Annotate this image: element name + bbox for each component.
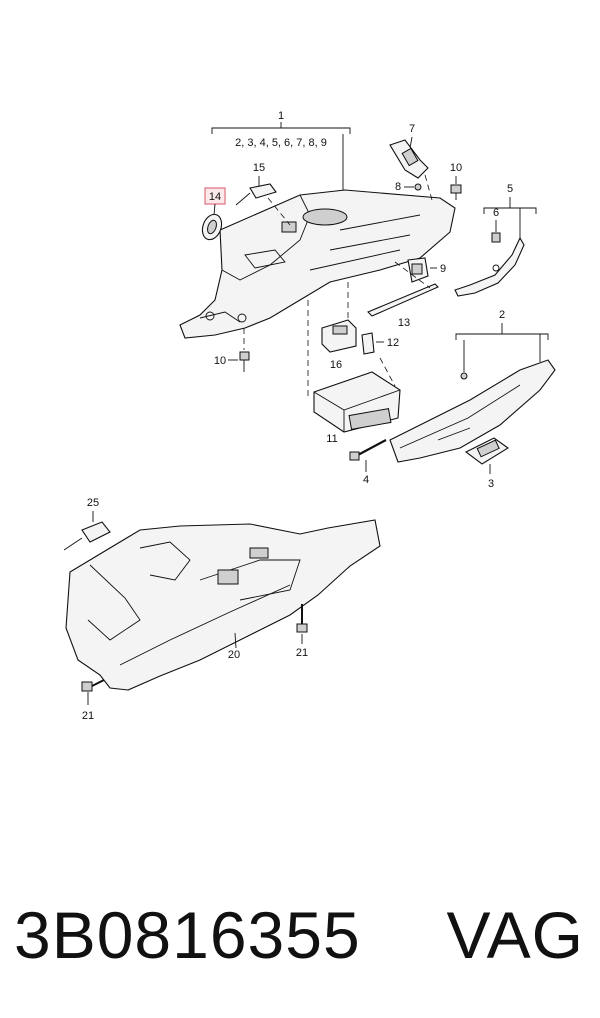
callout-1-subparts: 2, 3, 4, 5, 6, 7, 8, 9 <box>235 137 327 149</box>
brand-label: VAG <box>446 898 584 972</box>
callout-3: 3 <box>488 478 494 490</box>
part-5-group: 5 6 <box>454 183 537 297</box>
part-3: 3 <box>464 437 509 490</box>
callout-9: 9 <box>440 263 446 275</box>
exploded-parts-diagram: 1 2, 3, 4, 5, 6, 7, 8, 9 14 15 7 <box>63 110 556 722</box>
callout-25: 25 <box>87 497 99 509</box>
part-21-left: 21 <box>81 679 105 722</box>
part-12: 12 <box>361 332 399 355</box>
part-7: 7 <box>389 123 433 201</box>
part-11: 11 <box>313 371 401 445</box>
callout-14: 14 <box>209 191 221 203</box>
callout-16: 16 <box>330 359 342 371</box>
callout-7: 7 <box>409 123 415 135</box>
callout-1: 1 <box>278 110 284 122</box>
callout-2: 2 <box>499 309 505 321</box>
part-20-lower-panel: 20 <box>65 519 381 691</box>
callout-4: 4 <box>363 474 369 486</box>
callout-6: 6 <box>493 207 499 219</box>
assembly-lines <box>243 261 431 398</box>
callout-12: 12 <box>387 337 399 349</box>
callout-21-left: 21 <box>82 710 94 722</box>
callout-15: 15 <box>253 162 265 174</box>
glove-box-housing <box>179 189 456 339</box>
part-8: 8 <box>395 181 422 193</box>
callout-8: 8 <box>395 181 401 193</box>
part-25: 25 <box>63 497 111 551</box>
part-14-highlighted: 14 <box>201 187 226 241</box>
part-13: 13 <box>367 283 439 329</box>
callout-11: 11 <box>326 433 337 445</box>
part-2-group: 2 <box>389 309 556 463</box>
part-10-upper: 10 <box>450 162 462 200</box>
callout-10-upper: 10 <box>450 162 462 174</box>
part-10-lower: 10 <box>214 351 250 372</box>
callout-13: 13 <box>398 317 410 329</box>
callout-10-lower: 10 <box>214 355 226 367</box>
part-9: 9 <box>407 257 446 283</box>
callout-21-right: 21 <box>296 647 308 659</box>
callout-1-group: 1 2, 3, 4, 5, 6, 7, 8, 9 <box>211 110 351 192</box>
part-15: 15 <box>235 162 291 226</box>
part-4: 4 <box>349 439 387 486</box>
footer-caption: 3B0816355 VAG <box>0 880 600 990</box>
part-16: 16 <box>321 319 357 371</box>
callout-20: 20 <box>228 649 240 661</box>
part-number: 3B0816355 <box>14 898 361 972</box>
callout-5: 5 <box>507 183 513 195</box>
part-21-right: 21 <box>296 604 308 659</box>
